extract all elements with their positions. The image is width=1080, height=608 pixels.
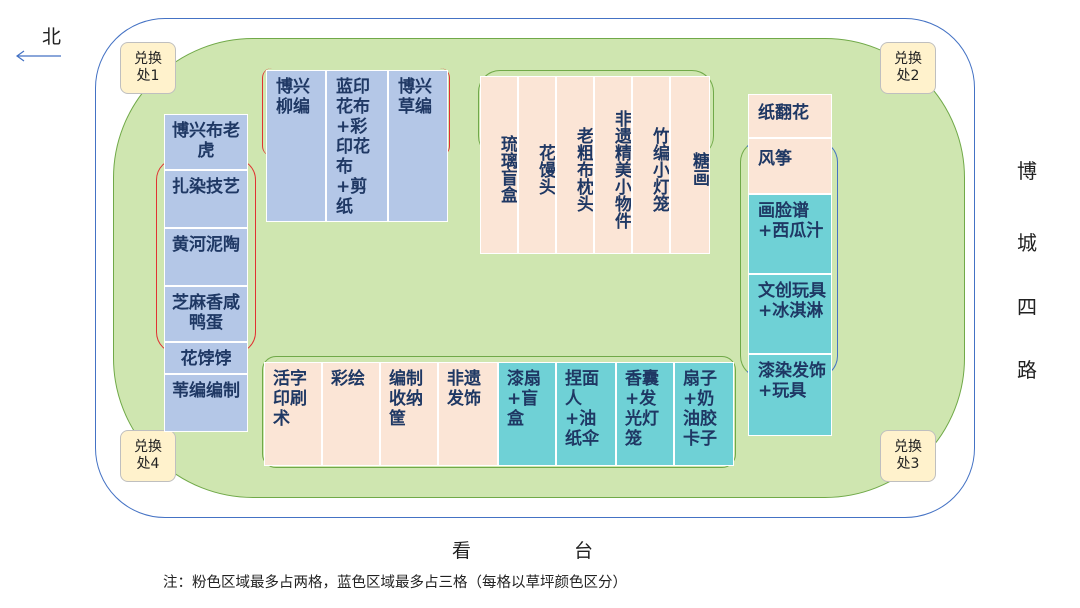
stall-top-left-1: 博兴柳编 <box>266 70 326 222</box>
exchange-point-4: 兑换处4 <box>120 430 176 482</box>
top-right-group-bracket <box>478 70 714 158</box>
stall-bottom-1: 活字印刷术 <box>264 362 322 466</box>
stands-label-char-2: 台 <box>574 540 594 562</box>
stall-top-right-2: 花馒头 <box>518 76 556 254</box>
stall-left-2: 扎染技艺 <box>164 170 248 228</box>
road-label-char-1: 博 <box>1017 159 1037 183</box>
road-label-char-2: 城 <box>1017 231 1037 255</box>
bottom-group-bracket <box>262 356 736 468</box>
stall-bottom-8: 扇子+奶油胶卡子 <box>674 362 734 466</box>
stall-right-2: 风筝 <box>748 138 832 194</box>
stall-bottom-4: 非遗发饰 <box>438 362 498 466</box>
stall-top-left-3: 博兴草编 <box>388 70 448 222</box>
road-label-char-3: 四 <box>1017 295 1037 319</box>
stall-right-4: 文创玩具+冰淇淋 <box>748 274 832 354</box>
stall-left-1: 博兴布老虎 <box>164 114 248 170</box>
stall-right-5: 漆染发饰+玩具 <box>748 354 832 436</box>
stall-left-6: 苇编编制 <box>164 374 248 432</box>
stall-right-1: 纸翻花 <box>748 94 832 138</box>
north-arrow-icon <box>15 50 61 62</box>
stall-bottom-6: 捏面人+油纸伞 <box>556 362 616 466</box>
north-label: 北 <box>42 26 62 48</box>
top-left-group-bracket <box>262 68 450 156</box>
venue-outline <box>95 18 975 518</box>
road-label-char-4: 路 <box>1017 358 1037 382</box>
stall-left-3: 黄河泥陶 <box>164 228 248 286</box>
stall-left-5: 花饽饽 <box>164 342 248 374</box>
stall-top-right-3: 老粗布枕头 <box>556 76 594 254</box>
stall-top-left-2: 蓝印花布+彩印花布+剪纸 <box>326 70 388 222</box>
stall-bottom-7: 香囊+发光灯笼 <box>616 362 674 466</box>
stall-bottom-2: 彩绘 <box>322 362 380 466</box>
stall-top-right-4: 非遗精美小物件 <box>594 76 632 254</box>
stall-top-right-1: 琉璃盲盒 <box>480 76 518 254</box>
stall-right-3: 画脸谱+西瓜汁 <box>748 194 832 274</box>
footnote: 注：粉色区域最多占两格，蓝色区域最多占三格（每格以草坪颜色区分） <box>163 575 627 591</box>
stall-top-right-5: 竹编小灯笼 <box>632 76 670 254</box>
exchange-point-2: 兑换处2 <box>880 42 936 94</box>
stall-bottom-5: 漆扇+盲盒 <box>498 362 556 466</box>
exchange-point-3: 兑换处3 <box>880 430 936 482</box>
stall-top-right-6: 糖画 <box>670 76 710 254</box>
stall-left-4: 芝麻香咸鸭蛋 <box>164 286 248 342</box>
stall-bottom-3: 编制收纳筐 <box>380 362 438 466</box>
exchange-point-1: 兑换处1 <box>120 42 176 94</box>
stands-label-char-1: 看 <box>452 540 472 562</box>
